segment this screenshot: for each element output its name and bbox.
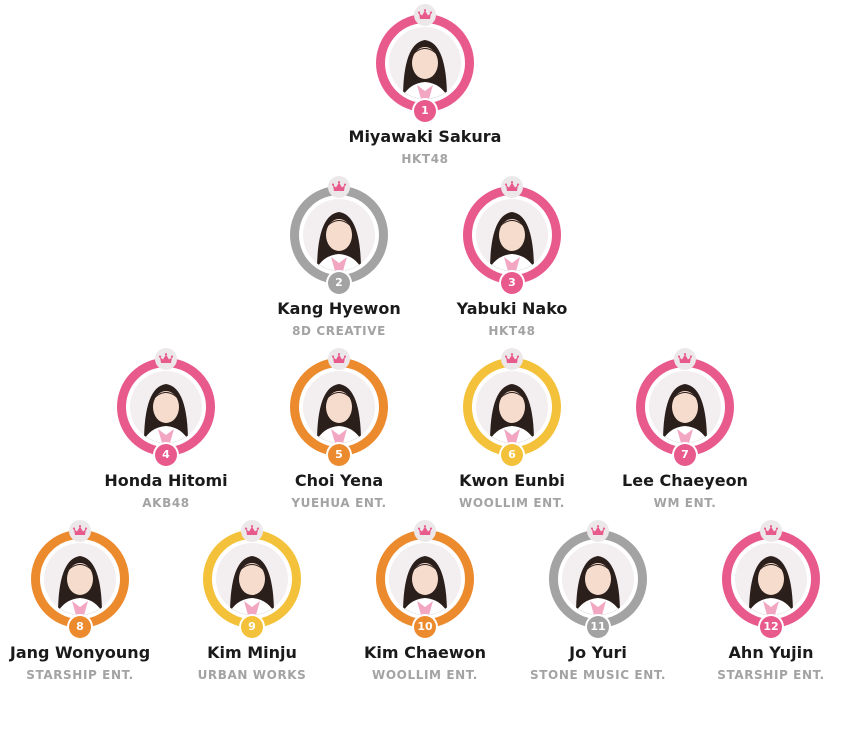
- rank-badge: 10: [414, 616, 436, 638]
- member-agency: HKT48: [488, 324, 536, 338]
- avatar-ring: [376, 14, 474, 112]
- avatar: [562, 543, 634, 615]
- avatar-ring: [117, 358, 215, 456]
- crown-icon: [328, 176, 350, 198]
- rank-badge: 2: [328, 272, 350, 294]
- crown-icon: [760, 520, 782, 542]
- member-name: Jo Yuri: [569, 643, 627, 662]
- member-agency: URBAN WORKS: [197, 668, 307, 682]
- avatar-ring: [463, 358, 561, 456]
- avatar: [476, 371, 548, 443]
- rank-badge: 4: [155, 444, 177, 466]
- avatar-ring: [290, 358, 388, 456]
- member-agency: 8D CREATIVE: [292, 324, 386, 338]
- member-name: Kwon Eunbi: [459, 471, 565, 490]
- avatar-ring: [376, 530, 474, 628]
- crown-icon: [587, 520, 609, 542]
- member-agency: WOOLLIM ENT.: [372, 668, 478, 682]
- crown-icon: [501, 348, 523, 370]
- crown-icon: [414, 4, 436, 26]
- rank-badge: 12: [760, 616, 782, 638]
- member-agency: STARSHIP ENT.: [717, 668, 825, 682]
- rank-badge: 5: [328, 444, 350, 466]
- avatar-ring: [31, 530, 129, 628]
- member-name: Lee Chaeyeon: [622, 471, 748, 490]
- avatar-ring: [290, 186, 388, 284]
- member-agency: STARSHIP ENT.: [26, 668, 134, 682]
- member-name: Kim Chaewon: [363, 643, 487, 662]
- member-name: Kang Hyewon: [277, 299, 401, 318]
- avatar: [303, 199, 375, 271]
- member-agency: WOOLLIM ENT.: [459, 496, 565, 510]
- rank-badge: 6: [501, 444, 523, 466]
- member-name: Jang Wonyoung: [9, 643, 151, 662]
- crown-icon: [241, 520, 263, 542]
- member-agency: AKB48: [142, 496, 190, 510]
- member-name: Choi Yena: [294, 471, 384, 490]
- avatar: [735, 543, 807, 615]
- crown-icon: [328, 348, 350, 370]
- rank-badge: 7: [674, 444, 696, 466]
- member-name: Yabuki Nako: [456, 299, 568, 318]
- member-agency: YUEHUA ENT.: [291, 496, 387, 510]
- avatar: [476, 199, 548, 271]
- rank-badge: 9: [241, 616, 263, 638]
- member-agency: WM ENT.: [653, 496, 717, 510]
- avatar-ring: [636, 358, 734, 456]
- member-name: Ahn Yujin: [728, 643, 814, 662]
- avatar-ring: [722, 530, 820, 628]
- crown-icon: [501, 176, 523, 198]
- rank-badge: 3: [501, 272, 523, 294]
- avatar-ring: [463, 186, 561, 284]
- rank-badge: 11: [587, 616, 609, 638]
- avatar: [44, 543, 116, 615]
- rank-badge: 8: [69, 616, 91, 638]
- avatar: [303, 371, 375, 443]
- rank-badge: 1: [414, 100, 436, 122]
- avatar: [389, 543, 461, 615]
- avatar-ring: [549, 530, 647, 628]
- crown-icon: [155, 348, 177, 370]
- member-name: Kim Minju: [207, 643, 297, 662]
- member-agency: STONE MUSIC ENT.: [530, 668, 666, 682]
- crown-icon: [69, 520, 91, 542]
- crown-icon: [674, 348, 696, 370]
- member-agency: HKT48: [401, 152, 449, 166]
- avatar: [389, 27, 461, 99]
- avatar: [649, 371, 721, 443]
- avatar: [130, 371, 202, 443]
- avatar: [216, 543, 288, 615]
- member-name: Honda Hitomi: [104, 471, 228, 490]
- member-name: Miyawaki Sakura: [348, 127, 502, 146]
- crown-icon: [414, 520, 436, 542]
- avatar-ring: [203, 530, 301, 628]
